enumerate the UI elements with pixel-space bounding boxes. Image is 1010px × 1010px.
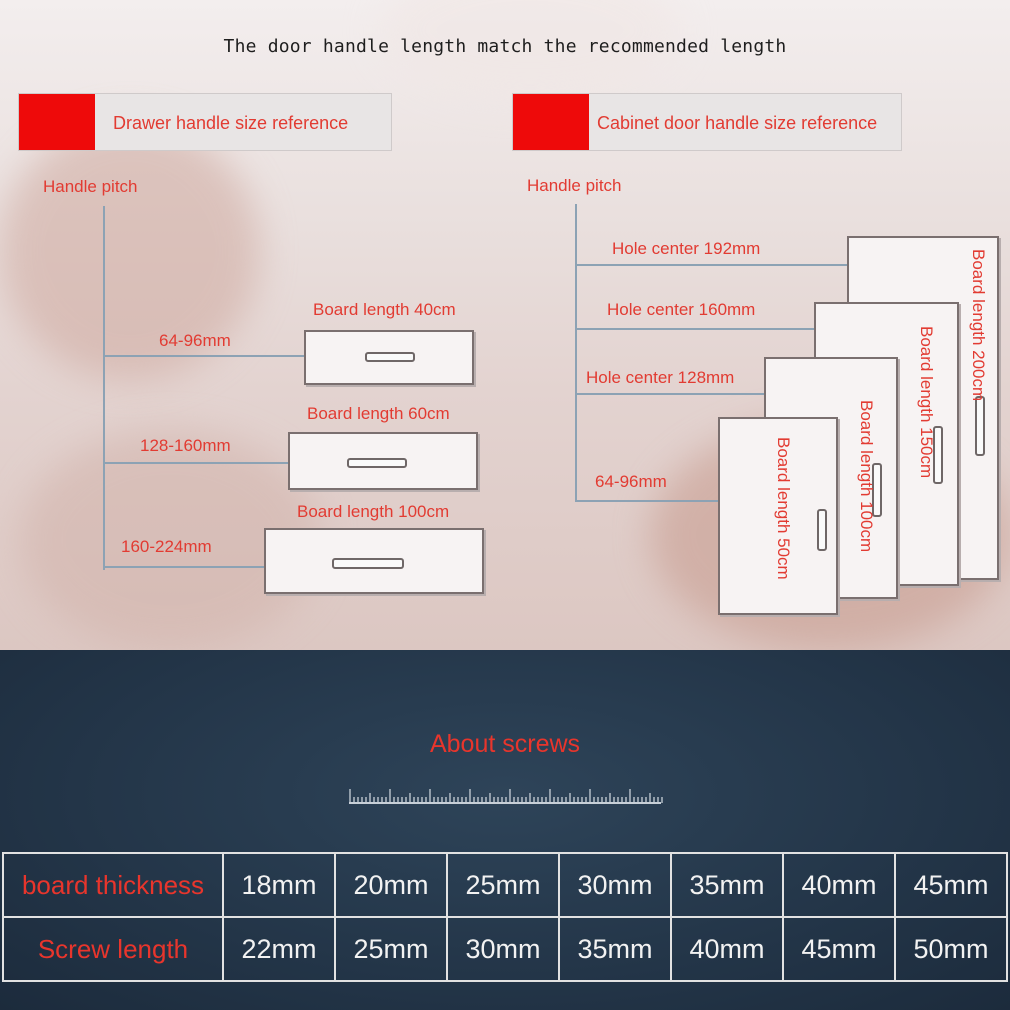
cabinet-pitch-label: Handle pitch (527, 176, 622, 195)
drawer-pitch-label: Handle pitch (43, 177, 138, 196)
cabinet-board-label: Board length 50cm (774, 437, 793, 580)
drawer-section-title: Drawer handle size reference (113, 113, 349, 133)
drawer-100cm (264, 528, 484, 594)
table-cell: 25mm (334, 916, 448, 982)
cabinet-connector (576, 328, 816, 330)
drawer-60cm (288, 432, 478, 490)
drawer-connector (104, 462, 290, 464)
table-cell: 35mm (670, 852, 784, 918)
row-header-board-thickness: board thickness (2, 852, 224, 918)
handle-icon (975, 396, 985, 456)
handle-icon (365, 352, 415, 362)
cabinet-pitch-value: Hole center 128mm (586, 368, 735, 387)
drawer-board-label: Board length 40cm (313, 300, 456, 319)
ruler-icon (349, 789, 663, 804)
cabinet-connector (576, 264, 848, 266)
table-cell: 45mm (894, 852, 1008, 918)
table-cell: 22mm (222, 916, 336, 982)
cabinet-connector (576, 393, 766, 395)
drawer-pitch-axis (103, 206, 105, 570)
handle-icon (332, 558, 404, 569)
screw-table: board thickness 18mm 20mm 25mm 30mm 35mm… (2, 852, 1008, 982)
cabinet-board-label: Board length 200cm (969, 249, 988, 402)
table-row: Screw length 22mm 25mm 30mm 35mm 40mm 45… (2, 916, 1008, 982)
drawer-pitch-value: 160-224mm (121, 537, 212, 556)
drawer-pitch-value: 128-160mm (140, 436, 231, 455)
reference-panel: The door handle length match the recomme… (0, 0, 1010, 650)
table-cell: 40mm (782, 852, 896, 918)
drawer-section-header: Drawer handle size reference (18, 93, 392, 151)
drawer-40cm (304, 330, 474, 385)
cabinet-section-header: Cabinet door handle size reference (512, 93, 902, 151)
cabinet-section-title: Cabinet door handle size reference (597, 113, 878, 133)
cabinet-board-label: Board length 150cm (917, 326, 936, 479)
drawer-connector (104, 355, 306, 357)
handle-icon (872, 463, 882, 517)
screws-title: About screws (429, 730, 581, 758)
table-cell: 25mm (446, 852, 560, 918)
drawer-board-label: Board length 100cm (297, 502, 450, 521)
handle-icon (933, 426, 943, 484)
table-cell: 20mm (334, 852, 448, 918)
cabinet-door-50cm (718, 417, 838, 615)
cabinet-connector (576, 500, 720, 502)
background-blur (0, 120, 260, 380)
cabinet-pitch-value: Hole center 192mm (612, 239, 761, 258)
table-cell: 30mm (558, 852, 672, 918)
cabinet-board-label: Board length 100cm (857, 400, 876, 553)
page-title: The door handle length match the recomme… (223, 36, 787, 57)
cabinet-pitch-axis (575, 204, 577, 502)
handle-icon (347, 458, 407, 468)
table-cell: 40mm (670, 916, 784, 982)
red-marker (19, 94, 95, 150)
red-marker (513, 94, 589, 150)
table-cell: 50mm (894, 916, 1008, 982)
drawer-board-label: Board length 60cm (307, 404, 450, 423)
table-cell: 35mm (558, 916, 672, 982)
drawer-connector (104, 566, 266, 568)
cabinet-pitch-value: Hole center 160mm (607, 300, 756, 319)
handle-icon (817, 509, 827, 551)
drawer-pitch-value: 64-96mm (159, 331, 231, 350)
table-cell: 30mm (446, 916, 560, 982)
table-cell: 18mm (222, 852, 336, 918)
table-row: board thickness 18mm 20mm 25mm 30mm 35mm… (2, 852, 1008, 918)
table-cell: 45mm (782, 916, 896, 982)
cabinet-pitch-value: 64-96mm (595, 472, 667, 491)
row-header-screw-length: Screw length (2, 916, 224, 982)
